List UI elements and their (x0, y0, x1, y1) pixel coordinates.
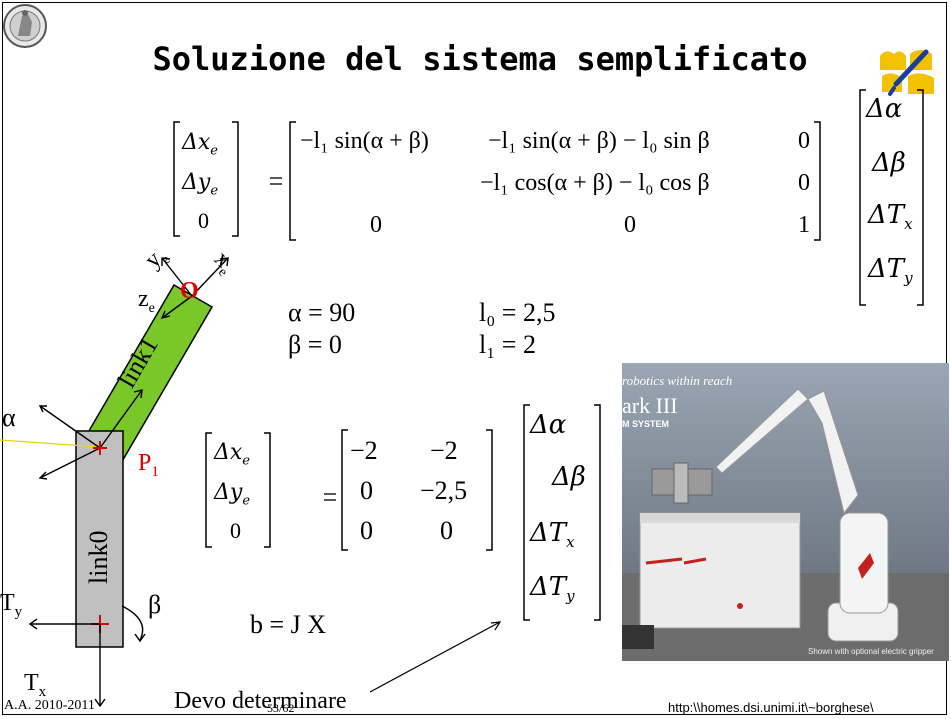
m2-rhs-2: ΔTx (530, 518, 575, 552)
aislab-logo (876, 44, 942, 98)
m2-lhs-2: 0 (230, 518, 241, 543)
m1-lhs-0: Δxe (182, 130, 218, 159)
link0-label: link0 (84, 530, 113, 584)
m1-r0-c2: 0 (798, 128, 810, 154)
page-title: Soluzione del sistema semplificato (152, 40, 808, 78)
param-alpha: α = 90 (288, 298, 356, 327)
m2-r2-c0: 0 (360, 516, 373, 545)
tx-label: Tx (24, 670, 47, 700)
alpha-label: α (2, 403, 16, 432)
photo-tagline: robotics within reach (622, 373, 733, 388)
axis-ze-label: ze (138, 286, 155, 316)
m1-r2-c0: 0 (370, 212, 382, 238)
m2-r0-c0: −2 (350, 436, 378, 465)
m1-rhs-0: Δα (866, 94, 903, 124)
footer-url: http:\\homes.dsi.unimi.it\~borghese\ (668, 700, 874, 715)
robot-photo: robotics within reach ark III M SYSTEM S… (622, 363, 949, 661)
m2-lhs-0: Δxe (214, 440, 250, 469)
p1-label: P1 (138, 450, 159, 480)
m1-r1-c1: −l₁ cos(α + β) − l₀ cos β (480, 170, 710, 196)
beta-label: β (148, 590, 162, 619)
photo-system: M SYSTEM (622, 419, 670, 429)
m1-lhs-2: 0 (198, 208, 209, 233)
m1-r1-c2: 0 (798, 170, 810, 196)
m2-rhs-0: Δα (530, 410, 567, 440)
footer-page: 53/62 (267, 701, 295, 715)
origin-label: O (180, 278, 199, 304)
footer-note: Devo determinare (174, 688, 347, 714)
equation: b = J X (250, 610, 327, 639)
m1-r0-c1: −l₁ sin(α + β) − l₀ sin β (488, 128, 710, 154)
param-l0: l₀ = 2,5 (479, 298, 556, 327)
footer-year: A.A. 2010-2011 (4, 698, 95, 713)
m1-lhs-1: Δye (182, 170, 219, 199)
m2-lhs-1: Δye (214, 480, 251, 509)
param-beta: β = 0 (288, 330, 342, 359)
m1-r2-c2: 1 (798, 212, 810, 238)
m1-rhs-2: ΔTx (868, 200, 913, 234)
m2-rhs-1: Δβ (552, 462, 586, 492)
m1-rhs-1: Δβ (872, 148, 906, 178)
ty-label: Ty (0, 590, 23, 620)
m2-rhs-3: ΔTy (530, 572, 575, 606)
m1-r2-c1: 0 (624, 212, 636, 238)
m1-r0-c0: −l₁ sin(α + β) (300, 128, 429, 154)
university-seal-logo (3, 4, 47, 48)
m1-rhs-3: ΔTy (868, 254, 913, 288)
photo-model: ark III (622, 393, 678, 418)
m2-r2-c1: 0 (440, 516, 453, 545)
param-l1: l₁ = 2 (479, 330, 536, 359)
m2-r0-c1: −2 (430, 436, 458, 465)
photo-caption: Shown with optional electric gripper (808, 647, 934, 656)
m2-r1-c1: −2,5 (420, 476, 468, 505)
m2-r1-c0: 0 (360, 476, 373, 505)
